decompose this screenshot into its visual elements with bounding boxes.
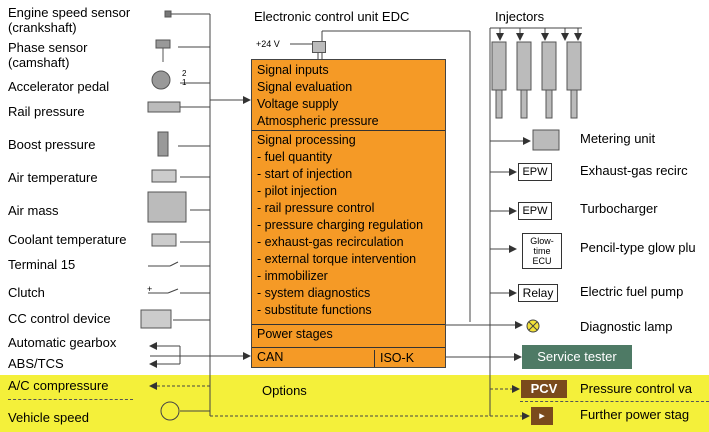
input-label: Automatic gearbox <box>8 335 117 350</box>
ecu-block: Signal inputs Signal evaluation Voltage … <box>251 59 446 368</box>
ecu-signal-inputs: Signal inputs <box>257 63 329 77</box>
input-label: Phase sensor(camshaft) <box>8 40 88 70</box>
ecu-divider <box>252 130 445 131</box>
ecu-divider <box>252 347 445 348</box>
ecu-item: - system diagnostics <box>257 286 371 300</box>
ecu-item: - fuel quantity <box>257 150 333 164</box>
input-label: ABS/TCS <box>8 356 64 371</box>
ecu-item: - exhaust-gas recirculation <box>257 235 404 249</box>
input-label: Accelerator pedal <box>8 79 110 94</box>
relay-icon <box>312 41 326 53</box>
dashed-divider <box>520 401 709 402</box>
ecu-divider <box>252 324 445 325</box>
input-label: Engine speed sensor(crankshaft) <box>8 5 131 35</box>
injectors-title: Injectors <box>495 9 545 24</box>
input-label: A/C compressure <box>8 378 109 393</box>
ecu-signal-processing: Signal processing <box>257 133 356 147</box>
input-label: Air temperature <box>8 170 98 185</box>
ecu-can: CAN <box>257 350 284 364</box>
output-label: Electric fuel pump <box>580 284 684 299</box>
ecu-iso-k-cell: ISO-K <box>374 350 446 367</box>
ecu-atmospheric-pressure: Atmospheric pressure <box>257 114 379 128</box>
input-label: Vehicle speed <box>8 410 89 425</box>
epw-box: EPW <box>518 163 552 181</box>
supply-label: +24 V <box>256 39 280 49</box>
input-label: Air mass <box>8 203 59 218</box>
ecu-item: - substitute functions <box>257 303 372 317</box>
ecu-title: Electronic control unit EDC <box>254 9 410 24</box>
options-label: Options <box>262 383 307 398</box>
input-label: Rail pressure <box>8 104 85 119</box>
epw-box: EPW <box>518 202 552 220</box>
ecu-voltage-supply: Voltage supply <box>257 97 339 111</box>
output-label: Diagnostic lamp <box>580 319 673 334</box>
ecu-signal-evaluation: Signal evaluation <box>257 80 353 94</box>
ecu-item: - pressure charging regulation <box>257 218 424 232</box>
output-label: Pressure control va <box>580 381 692 396</box>
relay-box: Relay <box>518 284 558 302</box>
input-label: CC control device <box>8 311 111 326</box>
output-label: Metering unit <box>580 131 656 146</box>
ecu-item: - external torque intervention <box>257 252 417 266</box>
ecu-iso-k: ISO-K <box>380 351 415 365</box>
options-band <box>0 375 709 432</box>
ecu-power-stages: Power stages <box>257 327 333 341</box>
ecu-item: - pilot injection <box>257 184 337 198</box>
input-label: Terminal 15 <box>8 257 76 272</box>
input-label: Coolant temperature <box>8 232 127 247</box>
output-label: Further power stag <box>580 407 690 422</box>
output-label: Exhaust-gas recirc <box>580 163 688 178</box>
output-label: Pencil-type glow plu <box>580 240 696 255</box>
pcv-box: PCV <box>521 380 567 398</box>
ecu-item: - start of injection <box>257 167 353 181</box>
pedal-pin-label: 1 <box>182 78 187 87</box>
ecu-item: - rail pressure control <box>257 201 375 215</box>
clutch-sign: + <box>147 284 153 294</box>
dashed-divider <box>8 399 133 400</box>
input-label: Clutch <box>8 285 45 300</box>
pedal-pin-label: 2 <box>182 69 187 78</box>
output-label: Turbocharger <box>580 201 658 216</box>
service-tester: Service tester <box>522 345 632 369</box>
ecu-item: - immobilizer <box>257 269 328 283</box>
further-power-stages-box: ▸ <box>531 407 553 425</box>
input-label: Boost pressure <box>8 137 96 152</box>
